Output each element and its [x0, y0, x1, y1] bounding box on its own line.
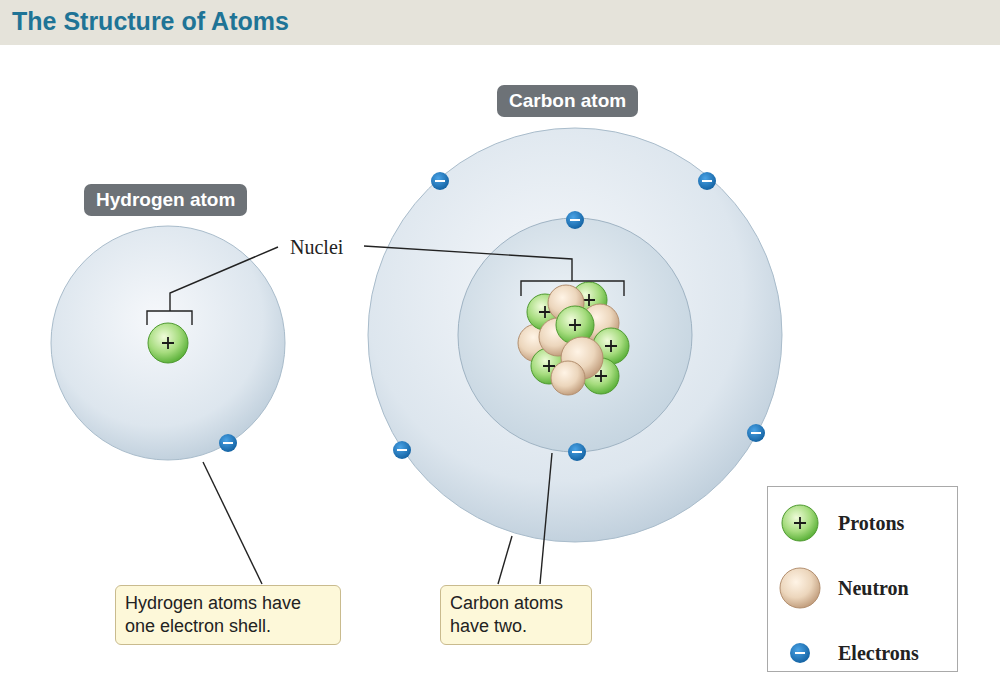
part-label: Nuclei	[288, 235, 345, 259]
nuclei-leader	[364, 246, 572, 281]
atom-label: Carbon atom	[497, 85, 638, 117]
callout-box: Carbon atoms have two.	[440, 585, 592, 645]
carbon-nucleus	[518, 282, 629, 395]
proton	[148, 323, 188, 363]
leader-lines	[147, 246, 624, 584]
callout-text: Carbon atoms have two.	[450, 592, 582, 638]
atom-label: Hydrogen atom	[84, 184, 247, 216]
callout-leader	[540, 453, 552, 584]
legend-text: Protons	[838, 510, 904, 536]
electrons	[219, 172, 765, 461]
carbon-outer-shell	[368, 128, 782, 542]
legend-text: Electrons	[838, 640, 919, 666]
legend-sample	[778, 501, 824, 545]
callout-box: Hydrogen atoms have one electron shell.	[115, 585, 341, 645]
callout-leader	[498, 536, 512, 584]
hydrogen-shell	[51, 226, 285, 460]
legend: ProtonsNeutronElectrons	[767, 486, 958, 672]
legend-entry: Electrons	[768, 631, 957, 674]
nuclei-leader	[170, 247, 278, 311]
atom-name: Hydrogen atom	[96, 188, 235, 212]
callout-leader	[203, 462, 262, 584]
atom-name: Carbon atom	[509, 89, 626, 113]
legend-sample	[778, 631, 824, 674]
nucleus-bracket	[147, 311, 192, 325]
carbon-inner-shell	[458, 218, 692, 452]
legend-text: Neutron	[838, 575, 909, 601]
title: The Structure of Atoms	[12, 7, 289, 36]
legend-entry: Protons	[768, 501, 957, 545]
legend-sample	[778, 566, 824, 610]
nucleus-bracket	[521, 281, 624, 296]
callout-text: Hydrogen atoms have one electron shell.	[125, 592, 331, 638]
legend-entry: Neutron	[768, 566, 957, 610]
